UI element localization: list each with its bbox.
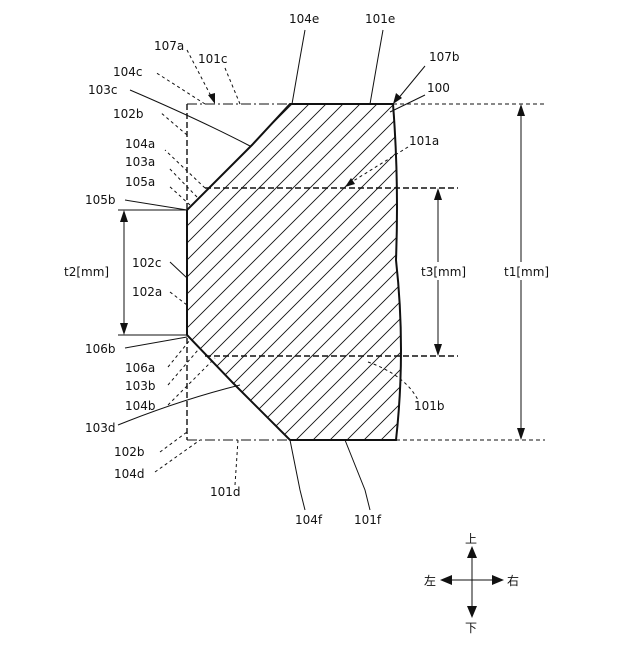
leader-104f <box>290 440 305 510</box>
compass-down-label: 下 <box>465 621 477 635</box>
label-104a: 104a <box>125 137 155 151</box>
leader-105b <box>125 200 187 210</box>
leader-104c <box>155 72 205 104</box>
leader-103b <box>168 350 198 385</box>
label-106a: 106a <box>125 361 155 375</box>
leader-101e <box>370 30 383 104</box>
leader-101a <box>345 147 408 187</box>
hatch-line <box>0 80 367 460</box>
label-105a: 105a <box>125 175 155 189</box>
leader-102b-top <box>160 112 187 135</box>
arrow-up-icon <box>467 546 477 558</box>
leader-102c <box>170 262 187 278</box>
hatch-line <box>548 80 640 460</box>
label-104e: 104e <box>289 12 319 26</box>
leader-104d <box>155 440 200 472</box>
leader-101c <box>225 68 240 104</box>
hatch-line <box>327 80 640 460</box>
arrow-left-icon <box>440 575 452 585</box>
label-102b-top: 102b <box>113 107 144 121</box>
hatch-line <box>582 80 640 460</box>
hatch-line <box>344 80 640 460</box>
arrow-down-icon <box>467 606 477 618</box>
compass-up-label: 上 <box>465 532 477 546</box>
label-106b: 106b <box>85 342 116 356</box>
label-101a: 101a <box>409 134 439 148</box>
label-101f: 101f <box>354 513 382 527</box>
hatch-line <box>599 80 640 460</box>
hatch-line <box>0 80 231 460</box>
compass-left-label: 左 <box>424 573 436 588</box>
leader-106b <box>125 337 187 348</box>
label-104c: 104c <box>113 65 143 79</box>
hatch-line <box>565 80 640 460</box>
leader-103a <box>168 167 197 197</box>
leader-104b <box>168 358 215 405</box>
hatch-line <box>293 80 640 460</box>
hatch-line <box>361 80 640 460</box>
label-101e: 101e <box>365 12 395 26</box>
t1-label: t1[mm] <box>504 265 549 279</box>
label-107a: 107a <box>154 39 184 53</box>
label-103b: 103b <box>125 379 156 393</box>
label-107b: 107b <box>429 50 460 64</box>
t3-label: t3[mm] <box>421 265 466 279</box>
arrow-right-icon <box>492 575 504 585</box>
leader-101d <box>235 440 238 485</box>
hatch-line <box>310 80 640 460</box>
compass-right-label: 右 <box>507 573 519 588</box>
label-103c: 103c <box>88 83 118 97</box>
leader-107b <box>393 66 425 104</box>
label-100: 100 <box>427 81 450 95</box>
label-101d: 101d <box>210 485 241 499</box>
leader-102b-bot <box>160 432 187 452</box>
leader-104e <box>292 30 305 104</box>
label-101c: 101c <box>198 52 228 66</box>
hatch-line <box>157 80 537 460</box>
label-101b: 101b <box>414 399 445 413</box>
label-102b-bot: 102b <box>114 445 145 459</box>
t2-dimension-arrow <box>120 210 128 335</box>
hatch-line <box>616 80 640 460</box>
label-104f: 104f <box>295 513 323 527</box>
label-103d: 103d <box>85 421 116 435</box>
label-102a: 102a <box>132 285 162 299</box>
leader-101f <box>345 440 370 510</box>
hatch-line <box>463 80 640 460</box>
label-104b: 104b <box>125 399 156 413</box>
label-105b: 105b <box>85 193 116 207</box>
hatch-line <box>0 80 350 460</box>
hatch-line <box>4 80 384 460</box>
hatch-line <box>0 80 333 460</box>
hatch-line <box>0 80 316 460</box>
label-103a: 103a <box>125 155 155 169</box>
hatch-line <box>633 80 640 460</box>
direction-compass: 上 下 左 右 <box>424 532 519 635</box>
leader-106a <box>168 340 190 367</box>
leader-102a <box>170 292 187 305</box>
label-102c: 102c <box>132 256 162 270</box>
t2-label: t2[mm] <box>64 265 109 279</box>
label-104d: 104d <box>114 467 145 481</box>
hatch-line <box>174 80 554 460</box>
leader-104a <box>165 150 205 188</box>
